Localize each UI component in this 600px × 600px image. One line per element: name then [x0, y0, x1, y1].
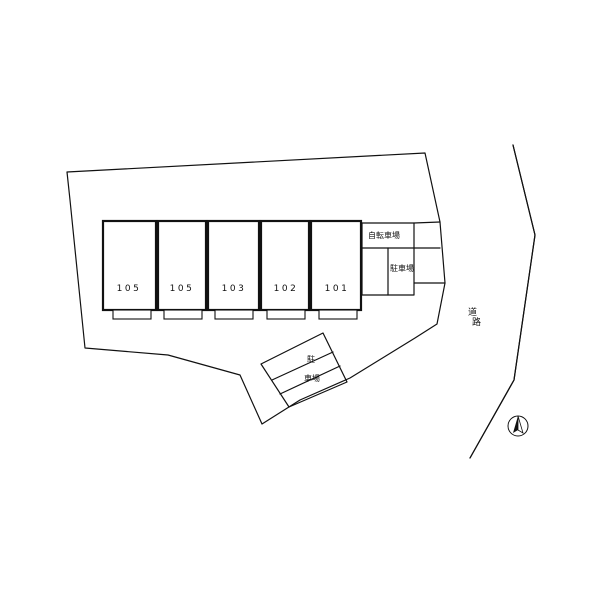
bicycle-parking-label: 自転車場 [368, 230, 400, 240]
site-boundary [66, 152, 446, 425]
unit-block [206, 219, 261, 312]
unit-block [156, 219, 208, 312]
unit-label: 101 [325, 284, 350, 294]
parking-right: 駐車場 [361, 247, 446, 296]
unit-block [259, 219, 311, 312]
parking-bottom: 駐 車場 [260, 332, 348, 408]
unit-label: 105 [170, 284, 195, 294]
parking-divider [271, 351, 334, 381]
parking-label: 駐車場 [390, 263, 414, 273]
unit-block [309, 219, 363, 312]
road-edge-east [469, 144, 536, 459]
parking-divider [279, 365, 341, 395]
unit-balcony [318, 309, 358, 320]
unit-balcony [163, 309, 203, 320]
bicycle-parking: 自転車場 [361, 221, 441, 249]
road-label: 道 [468, 306, 477, 318]
unit-label: 102 [274, 284, 299, 294]
unit-balcony [214, 309, 254, 320]
unit-balcony [266, 309, 306, 320]
parking-label: 車場 [304, 373, 320, 383]
parking-outline [361, 247, 446, 296]
unit-label: 105 [117, 284, 142, 294]
parking-label: 駐 [307, 354, 315, 364]
building-units: 105 105 103 102 101 [101, 219, 363, 320]
road-label: 路 [472, 316, 481, 328]
unit-label: 103 [222, 284, 247, 294]
unit-block [101, 219, 158, 312]
north-arrow-icon [507, 415, 529, 437]
unit-balcony [112, 309, 152, 320]
parking-outline [260, 332, 348, 408]
